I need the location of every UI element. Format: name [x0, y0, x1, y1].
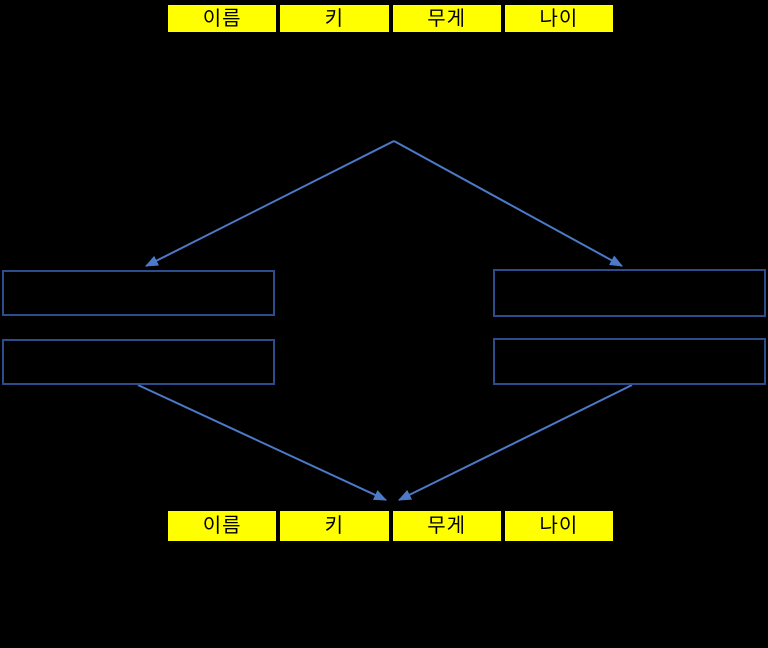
bottom-table-cell-name: 이름: [168, 511, 281, 541]
split-arrow-right: [393, 140, 623, 267]
bottom-table-cell-height: 키: [280, 511, 393, 541]
bottom-table-cell-age: 나이: [504, 511, 613, 541]
box-lower-right: [493, 338, 766, 385]
box-lower-left: [2, 339, 275, 385]
merge-arrow-right: [398, 384, 633, 501]
top-table-cell-height: 키: [280, 5, 393, 32]
top-table-cell-weight: 무게: [392, 5, 505, 32]
source-record-table: 이름 키 무게 나이: [166, 3, 615, 34]
bottom-table-cell-weight: 무게: [392, 511, 505, 541]
merge-arrow-left: [137, 384, 387, 501]
box-upper-right: [493, 269, 766, 317]
box-upper-left: [2, 270, 275, 316]
split-arrow-left: [145, 140, 395, 267]
top-table-cell-name: 이름: [168, 5, 281, 32]
top-table-cell-age: 나이: [504, 5, 613, 32]
merged-record-table: 이름 키 무게 나이: [166, 509, 615, 543]
